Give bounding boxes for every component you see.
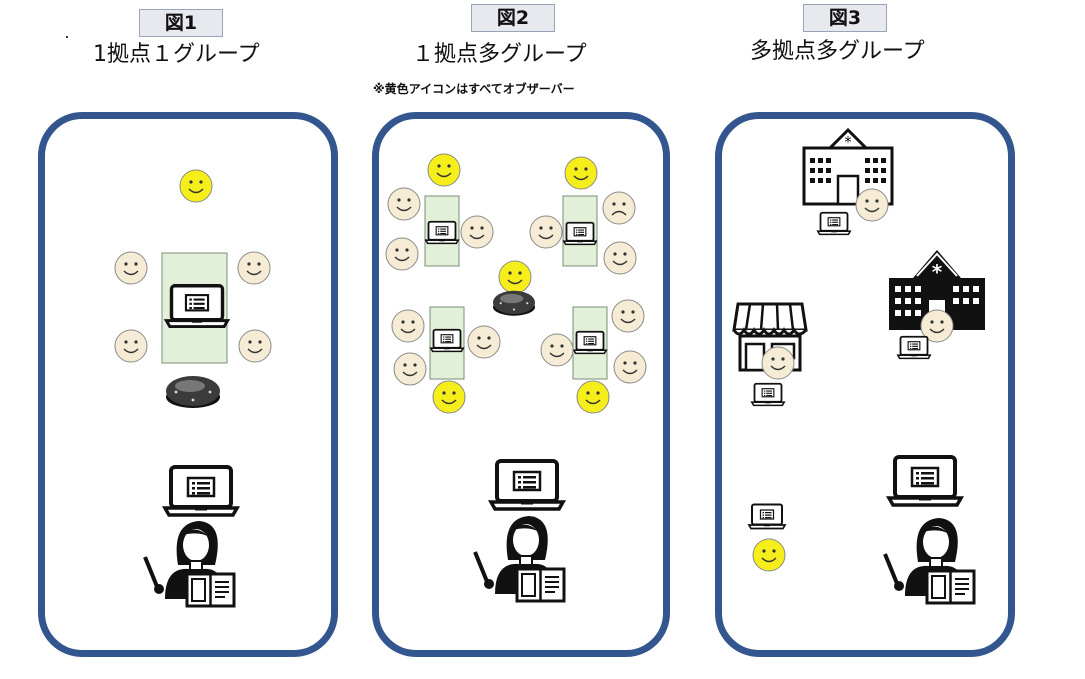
figure-3-illustration <box>732 128 986 605</box>
laptop-icon <box>572 330 608 355</box>
figure-1-title: 1拠点１グループ <box>93 42 260 67</box>
laptop-icon <box>816 211 852 236</box>
observer-smiley-icon <box>427 153 461 187</box>
sad-face-icon <box>602 191 636 225</box>
participant-smiley-icon <box>391 309 425 343</box>
figure-1-label: 図1 <box>139 9 223 37</box>
observer-smiley-icon <box>498 260 532 294</box>
laptop-icon <box>887 455 963 507</box>
observer-smiley-icon <box>564 156 598 190</box>
figure-2-title: １拠点多グループ <box>412 42 587 67</box>
participant-smiley-icon <box>611 299 645 333</box>
laptop-icon <box>429 328 465 353</box>
teacher-icon <box>473 514 566 603</box>
participant-smiley-icon <box>613 350 647 384</box>
laptop-icon <box>896 335 932 360</box>
teacher-icon <box>883 516 976 605</box>
participant-smiley-icon <box>855 188 889 222</box>
observer-smiley-icon <box>179 169 213 203</box>
participant-smiley-icon <box>114 251 148 285</box>
participant-smiley-icon <box>387 187 421 221</box>
participant-smiley-icon <box>393 352 427 386</box>
figure-2-label: 図2 <box>471 4 555 32</box>
participant-smiley-icon <box>603 241 637 275</box>
laptop-icon <box>562 221 598 246</box>
participant-smiley-icon <box>238 329 272 363</box>
participant-smiley-icon <box>460 215 494 249</box>
observer-smiley-icon <box>752 538 786 572</box>
figure-3-title: 多拠点多グループ <box>750 39 925 64</box>
participant-smiley-icon <box>529 215 563 249</box>
participant-smiley-icon <box>385 237 419 271</box>
participant-smiley-icon <box>540 333 574 367</box>
figure-3-label: 図3 <box>803 4 887 32</box>
participant-smiley-icon <box>237 251 271 285</box>
laptop-icon <box>424 220 460 245</box>
observer-smiley-icon <box>576 380 610 414</box>
speakerphone-icon <box>166 376 220 408</box>
stray-dot <box>66 36 68 38</box>
figure-1-illustration <box>114 169 272 608</box>
laptop-icon <box>750 382 786 407</box>
participant-smiley-icon <box>467 325 501 359</box>
participant-smiley-icon <box>114 329 148 363</box>
observer-note: ※黄色アイコンはすべてオブザーバー <box>373 82 575 96</box>
laptop-icon <box>163 465 239 517</box>
figure-2-illustration <box>385 153 647 603</box>
participant-smiley-icon <box>761 346 795 380</box>
laptop-icon <box>489 459 565 511</box>
speakerphone-icon <box>492 290 536 316</box>
laptop-icon <box>164 284 230 329</box>
teacher-icon <box>143 519 236 608</box>
laptop-icon <box>748 503 786 530</box>
observer-smiley-icon <box>432 380 466 414</box>
